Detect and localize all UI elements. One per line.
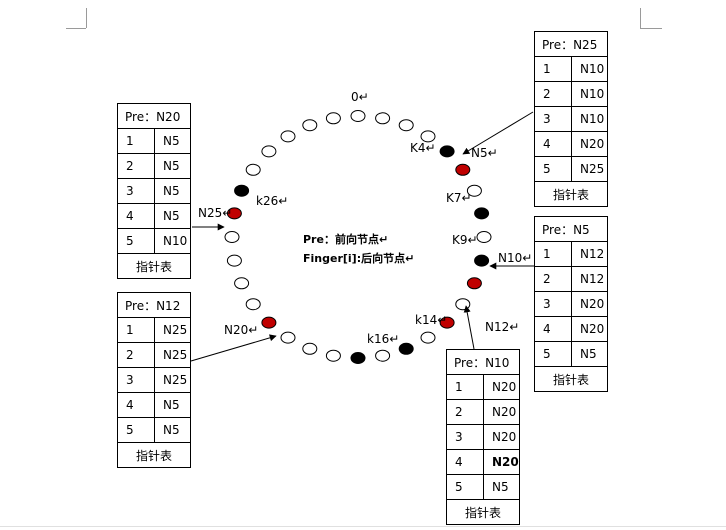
node-label-n5: N5↵ [471, 146, 498, 160]
ring-slot-2 [398, 119, 414, 132]
ring-slot-0 [350, 110, 366, 122]
ring-dots [224, 110, 492, 364]
node-label-n25: N25↵ [198, 206, 232, 220]
finger-table-pre: Pre：N12 [117, 292, 191, 318]
node-label-n20: N20↵ [224, 323, 258, 337]
arrow-n5-table [462, 111, 534, 155]
ring-slot-21 [245, 298, 261, 311]
key-label-k26: k26↵ [256, 194, 288, 208]
ring-slot-8 [476, 231, 492, 243]
node-label-n12: N12↵ [485, 320, 519, 334]
ring-node-n10 [466, 277, 482, 290]
ring-slot-15 [375, 349, 391, 362]
ring-slot-22 [234, 277, 250, 290]
ring-key-k14 [398, 342, 414, 355]
key-label-k4: K4↵ [410, 141, 436, 155]
page-corner-mark-top-right-h [640, 28, 662, 29]
ring-slot-27 [245, 163, 261, 176]
legend-finger: Finger[i]:后向节点↵ [303, 251, 414, 265]
page-bottom-rule [0, 526, 726, 527]
ring-slot-1 [375, 112, 391, 125]
finger-table-caption: 指针表 [534, 366, 608, 392]
key-label-k14: k14↵ [415, 313, 447, 327]
page-corner-mark-top-left-h [66, 28, 86, 29]
ring-key-k9 [474, 254, 490, 267]
node-label-n10: N10↵ [498, 251, 532, 265]
finger-table-caption: 指针表 [534, 181, 608, 207]
ring-slot-24 [224, 231, 240, 243]
key-label-k9: K9↵ [452, 233, 478, 247]
page-corner-mark-top-left [86, 8, 87, 28]
ring-key-k7 [474, 207, 490, 220]
arrow-n12-table [463, 305, 475, 350]
ring-node-n20 [261, 316, 277, 329]
ring-slot-23 [226, 254, 242, 267]
ring-slot-3 [420, 130, 436, 143]
finger-table-pre: Pre：N10 [446, 349, 520, 375]
finger-table-caption: 指针表 [117, 253, 191, 279]
legend-pre: Pre：前向节点↵ [303, 232, 388, 246]
ring-slot-28 [261, 145, 277, 158]
finger-table-caption: 指针表 [446, 499, 520, 525]
ring-slot-17 [325, 349, 341, 362]
key-label-k16: k16↵ [367, 332, 399, 346]
ring-key-k26 [234, 184, 250, 197]
page-corner-mark-top-right [640, 8, 641, 28]
ring-node-n25 [226, 207, 242, 220]
key-label-k7: K7↵ [446, 191, 472, 205]
ring-slot-11 [455, 298, 471, 311]
ring-slot-6 [466, 184, 482, 197]
ring-key-k4 [439, 145, 455, 158]
arrow-n20-table [190, 334, 277, 362]
ring-slot-18 [302, 342, 318, 355]
ring-node-n5 [455, 163, 471, 176]
finger-table-pre: Pre：N5 [534, 216, 608, 242]
ring-key-k16 [350, 352, 366, 364]
ring-slot-19 [280, 331, 296, 344]
finger-table-pre: Pre：N20 [117, 103, 191, 129]
finger-table-caption: 指针表 [117, 442, 191, 468]
ring-node-n12 [439, 316, 455, 329]
ring-slot-31 [325, 112, 341, 125]
ring-slot-30 [302, 119, 318, 132]
ring-zero-label: 0↵ [351, 90, 369, 104]
finger-table-pre: Pre：N25 [534, 31, 608, 57]
ring-slot-29 [280, 130, 296, 143]
ring-slot-13 [420, 331, 436, 344]
